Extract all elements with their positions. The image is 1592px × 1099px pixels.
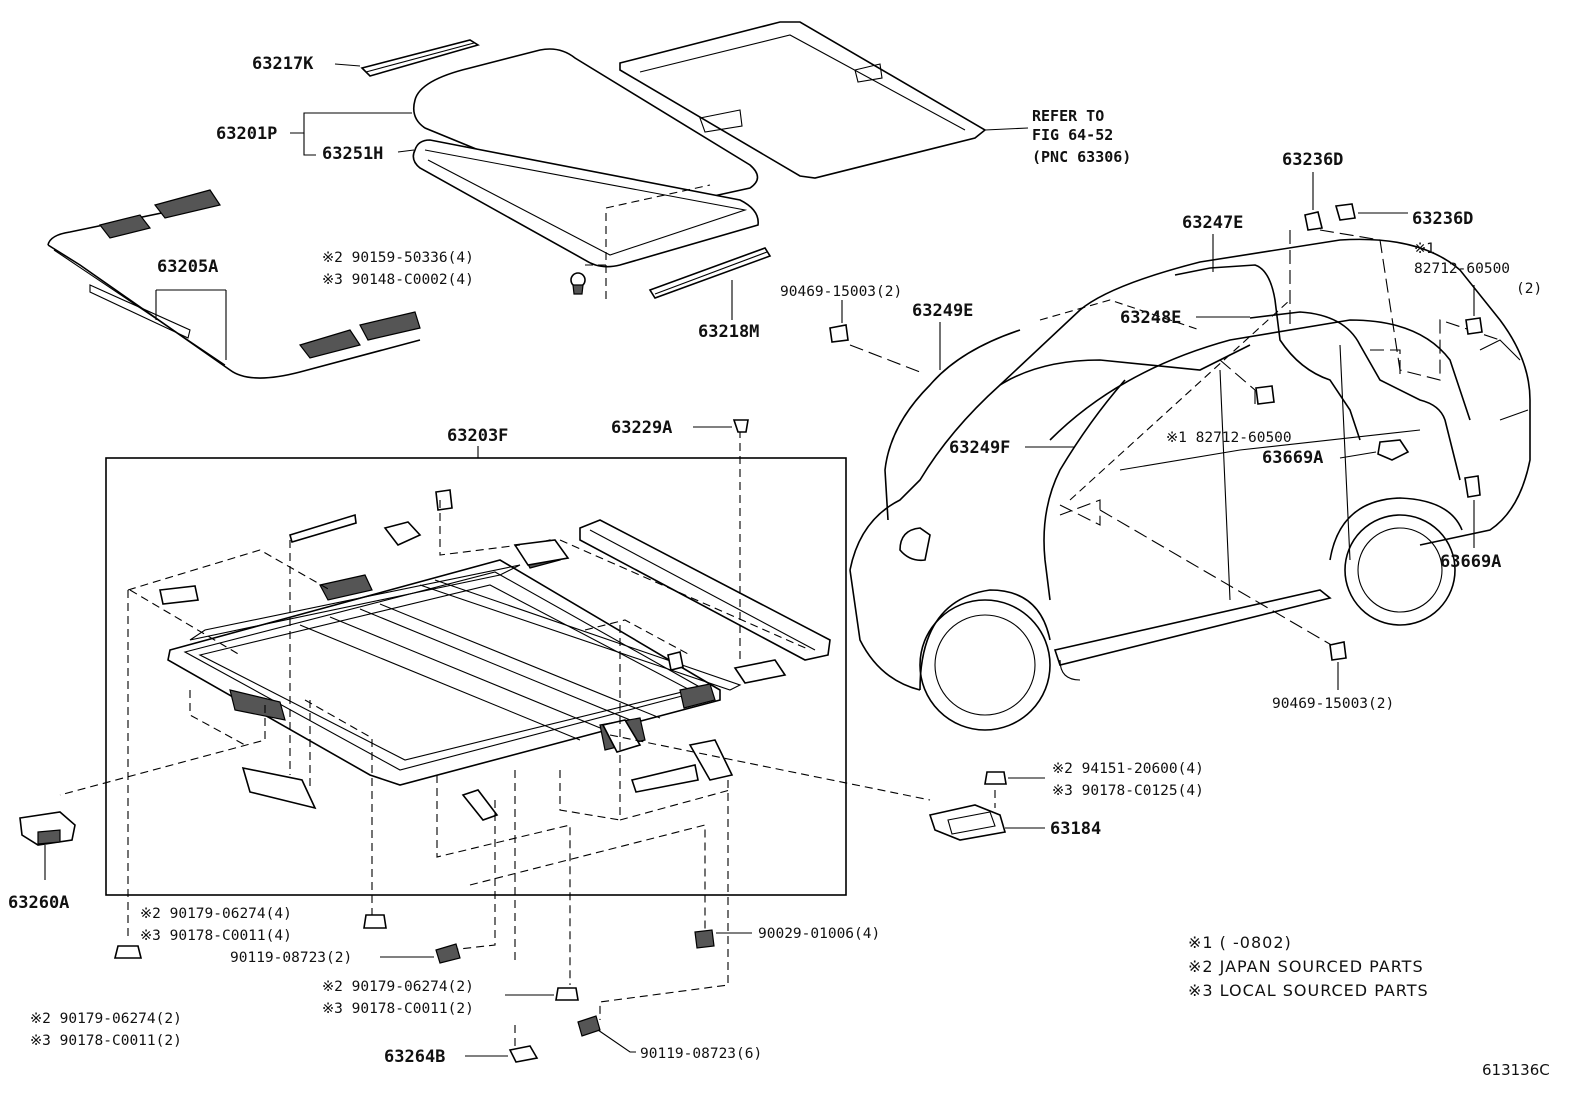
clip-90469-top bbox=[829, 300, 849, 343]
frame-dashed-leaders bbox=[59, 430, 931, 1020]
glass-panel-63201P bbox=[412, 48, 759, 268]
label-63229A: 63229A bbox=[611, 418, 672, 438]
deflector-63218M bbox=[648, 247, 772, 320]
note-box-mid-b: ※3 90178-C0011(2) bbox=[322, 1001, 474, 1017]
note-90159: ※2 90159-50336(4) bbox=[322, 250, 474, 266]
clip-63229A bbox=[693, 419, 749, 433]
figure-id: 613136C bbox=[1482, 1061, 1550, 1079]
nut-middle-left bbox=[363, 914, 387, 929]
label-63218M: 63218M bbox=[698, 322, 759, 342]
label-63248E: 63248E bbox=[1120, 308, 1181, 328]
bolt-90119-a bbox=[380, 943, 461, 964]
label-63205A: 63205A bbox=[157, 257, 218, 277]
screw-90159 bbox=[570, 184, 711, 300]
legend: ※1 ( -0802) ※2 JAPAN SOURCED PARTS ※3 LO… bbox=[1188, 933, 1429, 1000]
label-63249F: 63249F bbox=[949, 438, 1010, 458]
frame-sub-parts bbox=[159, 489, 831, 821]
label-63217K: 63217K bbox=[252, 54, 314, 74]
refer-to-line2: FIG 64-52 bbox=[1032, 126, 1113, 144]
legend-note-1: ※1 ( -0802) bbox=[1188, 933, 1292, 952]
label-63669A-right: 63669A bbox=[1440, 552, 1501, 572]
clip-82712-mid bbox=[1255, 385, 1275, 405]
nut-middle bbox=[505, 987, 579, 1001]
deflector-63217K bbox=[334, 39, 480, 77]
bracket-63264B bbox=[465, 1025, 539, 1063]
label-63203F: 63203F bbox=[447, 426, 508, 446]
bracket-63184 bbox=[928, 790, 1045, 841]
refer-to-line1: REFER TO bbox=[1032, 107, 1104, 125]
note-box-left-b: ※3 90178-C0011(4) bbox=[140, 928, 292, 944]
bolt-90029 bbox=[694, 929, 752, 949]
legend-note-2: ※2 JAPAN SOURCED PARTS bbox=[1188, 957, 1424, 976]
label-90119-b: 90119-08723(6) bbox=[640, 1046, 762, 1062]
label-63247E: 63247E bbox=[1182, 213, 1243, 233]
vehicle-outline bbox=[849, 238, 1531, 731]
vehicle-dashed-leaders bbox=[849, 229, 1501, 651]
note-82712-top-qty: (2) bbox=[1516, 281, 1542, 297]
label-63236D-right: 63236D bbox=[1412, 209, 1473, 229]
sunroof-frame-63203F bbox=[167, 539, 742, 786]
label-63201P: 63201P bbox=[216, 124, 277, 144]
check-valve-63669A-right bbox=[1464, 475, 1481, 548]
clip-82712-top bbox=[1465, 285, 1483, 335]
label-63249E: 63249E bbox=[912, 301, 973, 321]
note-bottom-left-a: ※2 90179-06274(2) bbox=[30, 1011, 182, 1027]
note-bottom-left-b: ※3 90178-C0011(2) bbox=[30, 1033, 182, 1049]
label-63236D-top: 63236D bbox=[1282, 150, 1343, 170]
note-box-mid-a: ※2 90179-06274(2) bbox=[322, 979, 474, 995]
weatherstrip-63205A bbox=[47, 189, 421, 379]
note-82712-mid: ※1 82712-60500 bbox=[1166, 430, 1292, 446]
note-90148: ※3 90148-C0002(4) bbox=[322, 272, 474, 288]
frame-assembly-box bbox=[105, 457, 847, 896]
refer-to-line3: (PNC 63306) bbox=[1032, 148, 1131, 166]
note-90178-C0125: ※3 90178-C0125(4) bbox=[1052, 783, 1204, 799]
label-63264B: 63264B bbox=[384, 1047, 445, 1067]
motor-63260A bbox=[19, 811, 76, 880]
nut-left bbox=[113, 945, 143, 959]
note-82712-top-num: 82712-60500 bbox=[1414, 261, 1510, 277]
label-90469-top: 90469-15003(2) bbox=[780, 284, 902, 300]
note-box-left-a: ※2 90179-06274(4) bbox=[140, 906, 292, 922]
check-valve-63669A-mid bbox=[1339, 439, 1410, 461]
clip-90469-bot bbox=[1329, 641, 1347, 690]
legend-note-3: ※3 LOCAL SOURCED PARTS bbox=[1188, 981, 1429, 1000]
clip-63236D-a bbox=[1304, 172, 1323, 231]
label-63251H: 63251H bbox=[322, 144, 383, 164]
clip-63236D-b bbox=[1334, 203, 1408, 221]
label-90469-bot: 90469-15003(2) bbox=[1272, 696, 1394, 712]
label-63669A-mid: 63669A bbox=[1262, 448, 1323, 468]
note-82712-top-mark: ※1 bbox=[1414, 241, 1435, 257]
label-63260A: 63260A bbox=[8, 893, 69, 913]
nut-94151 bbox=[984, 771, 1045, 785]
drain-hoses bbox=[884, 264, 1461, 601]
note-94151: ※2 94151-20600(4) bbox=[1052, 761, 1204, 777]
bolt-90119-b bbox=[577, 1015, 636, 1053]
label-63184: 63184 bbox=[1050, 819, 1101, 839]
sunshade-headliner bbox=[619, 21, 987, 179]
label-90029: 90029-01006(4) bbox=[758, 926, 880, 942]
label-90119-a: 90119-08723(2) bbox=[230, 950, 352, 966]
